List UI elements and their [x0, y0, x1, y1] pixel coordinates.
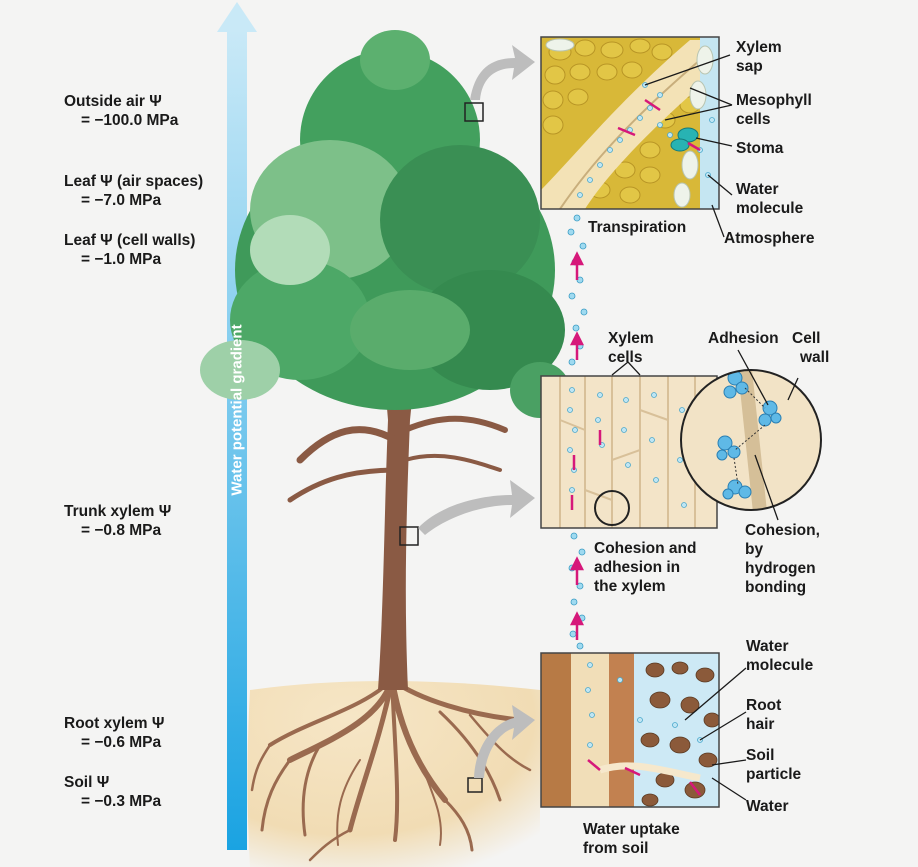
trunk-xylem-name: Trunk xylem Ψ: [64, 503, 172, 520]
adhesion-label: Adhesion: [708, 330, 779, 347]
water-label: Water: [746, 798, 789, 815]
leaf-cell-name: Leaf Ψ (cell walls): [64, 232, 196, 249]
trunk-xylem-value: = −0.8 MPa: [81, 522, 162, 539]
leaf-cell-value: = −1.0 MPa: [81, 251, 162, 268]
adhesion-zoom-circle: [680, 369, 822, 511]
transpiration-label: Transpiration: [588, 219, 687, 236]
xylem-zoom-marker: [594, 490, 630, 526]
atmosphere-label: Atmosphere: [724, 230, 815, 247]
water-potential-gradient-label: Water potential gradient: [228, 324, 246, 496]
stoma-label: Stoma: [736, 140, 784, 157]
outside-air-potential: Outside air Ψ = −100.0 MPa: [64, 92, 178, 130]
leaf-air-name: Leaf Ψ (air spaces): [64, 173, 204, 190]
upward-water-arrows: [569, 251, 585, 640]
trunk-xylem-potential: Trunk xylem Ψ = −0.8 MPa: [64, 502, 171, 540]
trunk-box-marker: [399, 526, 419, 546]
root-xylem-potential: Root xylem Ψ = −0.6 MPa: [64, 714, 164, 752]
leaf-air-potential: Leaf Ψ (air spaces) = −7.0 MPa: [64, 172, 203, 210]
leaf-cross-section-panel: [541, 37, 719, 209]
root-xylem-name: Root xylem Ψ: [64, 715, 165, 732]
root-xylem-value: = −0.6 MPa: [81, 734, 162, 751]
soil-name: Soil Ψ: [64, 774, 110, 791]
soil-potential: Soil Ψ = −0.3 MPa: [64, 773, 161, 811]
leaf-air-value: = −7.0 MPa: [81, 192, 162, 209]
root-cross-section-panel: [541, 653, 719, 807]
leaf-box-marker: [464, 102, 484, 122]
leader-lines: [611, 54, 799, 801]
roots: [250, 677, 532, 862]
soil-area: [247, 681, 540, 867]
soil-value: = −0.3 MPa: [81, 793, 162, 810]
foliage: [200, 30, 570, 418]
leaf-cell-potential: Leaf Ψ (cell walls) = −1.0 MPa: [64, 231, 195, 269]
outside-air-value: = −100.0 MPa: [81, 112, 179, 129]
outside-air-name: Outside air Ψ: [64, 93, 162, 110]
